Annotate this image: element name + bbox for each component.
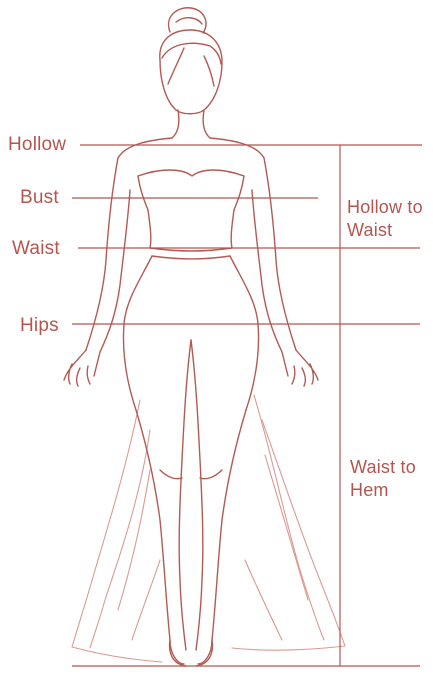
body-figure	[64, 8, 318, 666]
neck	[172, 110, 179, 138]
label-waist: Waist	[12, 237, 60, 261]
head	[160, 30, 222, 114]
bodice	[138, 170, 244, 176]
right-arm	[264, 158, 296, 350]
hair-bun	[169, 8, 206, 33]
dress-train	[72, 395, 345, 662]
left-hand	[64, 350, 100, 386]
left-arm	[86, 158, 118, 350]
label-hollow: Hollow	[8, 133, 66, 157]
left-leg	[136, 410, 184, 664]
label-hollow-to-waist: Hollow to Waist	[347, 196, 423, 242]
label-hips: Hips	[20, 314, 59, 338]
torso	[148, 210, 151, 248]
right-leg	[198, 410, 246, 664]
label-bust: Bust	[20, 186, 59, 210]
shoulders	[118, 138, 172, 158]
hips	[124, 256, 153, 410]
feet	[170, 640, 213, 666]
right-hand	[282, 350, 318, 386]
label-waist-to-hem: Waist to Hem	[350, 456, 416, 502]
